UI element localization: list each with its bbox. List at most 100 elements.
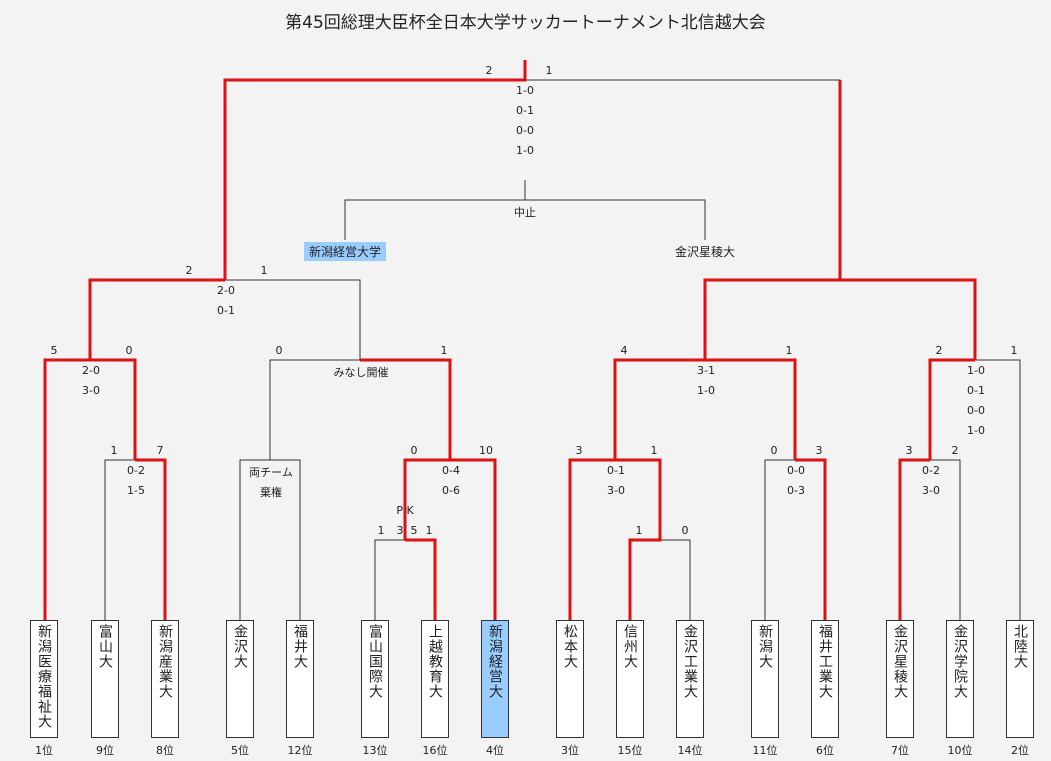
winner-path [450,458,497,620]
bracket-line [104,459,135,620]
period-score: 0-6 [442,484,460,497]
pk-score-right: 5 [410,524,418,537]
match-note: 棄権 [260,486,282,499]
winner-path [795,458,827,620]
score-right: 1 [785,344,793,357]
winner-path [898,458,930,620]
team-box[interactable]: 新潟産業大 [151,620,179,738]
score-left: 0 [770,444,778,457]
team-rank: 2位 [1011,744,1029,757]
winner-path [405,538,437,620]
winner-path [88,278,225,360]
team-rank: 3位 [561,744,579,757]
period-score: 0-0 [967,404,985,417]
team-rank: 10位 [947,744,973,757]
page-title: 第45回総理大臣杯全日本大学サッカートーナメント北信越大会 [285,13,766,33]
team-rank: 5位 [231,744,249,757]
winner-path [360,358,452,460]
pk-score-left: 3 [396,524,404,537]
score-left: 1 [635,524,643,537]
period-score: 1-5 [127,484,145,497]
period-score: 0-1 [607,464,625,477]
period-score: 1-0 [967,424,985,437]
match-note: みなし開催 [333,366,389,379]
period-score: 0-1 [217,304,235,317]
team-box[interactable]: 金沢星稜大 [886,620,914,738]
period-score: 0-0 [516,124,534,137]
bracket-line [930,459,961,620]
period-score: 1-0 [516,144,534,157]
team-rank: 14位 [677,744,703,757]
score-left: 5 [50,344,58,357]
team-box[interactable]: 新潟大 [751,620,779,738]
winner-path [928,358,975,460]
period-score: 0-4 [442,464,460,477]
team-box[interactable]: 金沢学院大 [946,620,974,738]
team-box[interactable]: 金沢大 [226,620,254,738]
score-left: 0 [275,344,283,357]
period-score: 0-2 [922,464,940,477]
team-box[interactable]: 松本大 [556,620,584,738]
bracket-line [344,199,706,240]
period-score: 0-1 [967,384,985,397]
score-left: 2 [185,264,193,277]
score-right: 7 [156,444,164,457]
third-place-team-right[interactable]: 金沢星稜大 [674,245,736,259]
winner-path [43,358,90,620]
period-score: 0-0 [787,464,805,477]
period-score: 0-2 [127,464,145,477]
team-box[interactable]: 福井大 [286,620,314,738]
score-left: 2 [485,64,493,77]
period-score: 0-1 [516,104,534,117]
winner-path [223,60,527,280]
third-place-status: 中止 [514,206,536,219]
winner-path [90,358,137,460]
team-rank: 13位 [362,744,388,757]
bracket-line [764,459,795,620]
team-box[interactable]: 福井工業大 [811,620,839,738]
team-box[interactable]: 新潟医療福祉大 [30,620,58,738]
period-score: 1-0 [697,384,715,397]
score-left: 3 [905,444,913,457]
bracket-line [269,359,360,460]
score-right: 1 [1010,344,1018,357]
team-box[interactable]: 金沢工業大 [676,620,704,738]
score-right: 1 [650,444,658,457]
winner-path [403,458,450,540]
third-place-team-left[interactable]: 新潟経営大学 [303,242,387,261]
winner-path [705,358,797,460]
score-right: 0 [125,344,133,357]
winner-path [703,278,840,360]
winner-path [613,358,705,460]
winner-path [135,458,167,620]
team-rank: 7位 [891,744,909,757]
score-left: 4 [620,344,628,357]
team-box[interactable]: 富山大 [91,620,119,738]
team-box[interactable]: 上越教育大 [421,620,449,738]
bracket-line [660,539,691,620]
period-score: 3-1 [697,364,715,377]
score-right: 0 [681,524,689,537]
team-rank: 9位 [96,744,114,757]
team-box-highlighted[interactable]: 新潟経営大 [481,620,509,738]
pk-label: P K [396,504,414,517]
team-box[interactable]: 富山国際大 [361,620,389,738]
winner-path [840,278,977,360]
bracket-line [975,359,1021,620]
team-box[interactable]: 信州大 [616,620,644,738]
period-score: 0-3 [787,484,805,497]
team-box[interactable]: 北陸大 [1006,620,1034,738]
team-rank: 11位 [752,744,778,757]
score-left: 3 [575,444,583,457]
bracket-line [225,279,361,360]
score-right: 2 [951,444,959,457]
score-right: 3 [815,444,823,457]
team-rank: 12位 [287,744,313,757]
match-note: 両チーム [249,466,293,479]
score-left: 1 [377,524,385,537]
period-score: 1-0 [967,364,985,377]
winner-path [615,458,662,620]
period-score: 1-0 [516,84,534,97]
period-score: 3-0 [607,484,625,497]
